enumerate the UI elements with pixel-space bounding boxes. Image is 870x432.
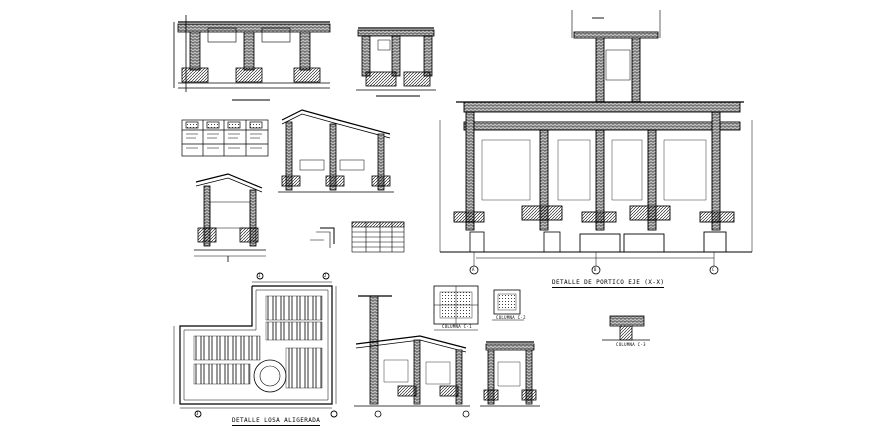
grid-bubble-label: A: [472, 267, 475, 272]
column-detail-label-1: COLUMNA C-1: [442, 324, 472, 329]
grid-bubble-label: 3: [196, 411, 199, 416]
portal-frame-detail: [480, 341, 540, 407]
gable-frame-detail-small: [194, 173, 266, 262]
column-detail-label-3: COLUMNA C-3: [616, 342, 646, 347]
column-section-detail: [602, 315, 650, 341]
portico-detail-title: DETALLE DE PORTICO EJE (X-X): [552, 279, 665, 288]
grid-bubble: [469, 265, 719, 275]
grid-bubble-label: 2: [324, 273, 327, 278]
slab-detail-title: DETALLE LOSA ALIGERADA: [232, 417, 321, 426]
elevation-detail-two-bay: [356, 27, 436, 97]
grid-bubble-label: 1: [258, 273, 261, 278]
footing-plan-detail-2: [492, 289, 524, 321]
gable-frame-detail-bottom: [354, 295, 470, 418]
elevation-detail-three-bay: [173, 15, 331, 101]
slab-plan: [173, 272, 338, 418]
grid-bubble-label: C: [712, 267, 715, 272]
stirrup-detail: [310, 227, 335, 248]
column-detail-label-2: COLUMNA C-2: [496, 315, 526, 320]
footing-plan-detail-1: [433, 285, 479, 331]
rebar-schedule-table: [351, 221, 405, 253]
portico-elevation: [439, 10, 753, 266]
gable-frame-detail-large: [278, 109, 394, 193]
section-schedule-table: [181, 119, 269, 157]
grid-bubble-label: B: [594, 267, 597, 272]
